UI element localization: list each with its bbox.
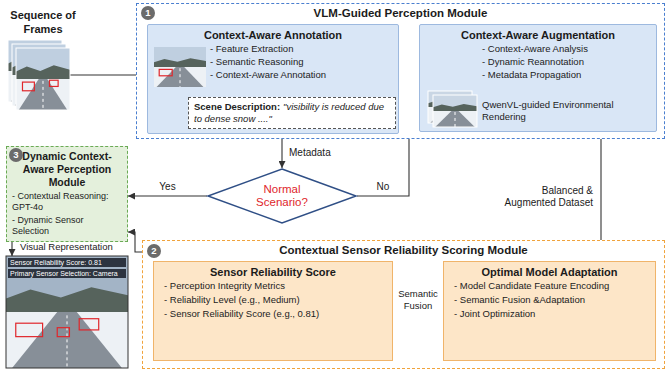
process-box: Context-Aware Augmentation- Context-Awar… — [419, 24, 657, 132]
module-box: Dynamic Context-Aware Perception Module-… — [6, 146, 128, 242]
sky — [16, 48, 70, 110]
node-text: - Context-Aware Annotation — [210, 68, 398, 81]
node-text: - Contextual Reasoning: GPT-4o — [12, 191, 122, 213]
node-text: - Model Candidate Feature Encoding — [454, 279, 655, 293]
node-text: - Feature Extraction — [210, 42, 398, 55]
sky — [6, 256, 128, 368]
lane-marking — [67, 315, 68, 368]
callout-number: 1 — [141, 6, 155, 20]
photo-border — [6, 256, 128, 368]
node-text: Optimal Model Adaptation — [444, 262, 655, 279]
connector-arrow — [11, 242, 12, 256]
road — [19, 79, 68, 110]
photo-border — [433, 95, 477, 127]
node-text: Sensor Reliability Score — [154, 262, 392, 279]
detection-box — [16, 323, 43, 336]
edge-label: Balanced & Augmented Dataset — [495, 185, 595, 209]
snow-ground — [16, 79, 70, 110]
lane-marking — [455, 112, 456, 127]
illustration — [8, 40, 70, 110]
frame-sequence-image: Sequence of Frames — [8, 40, 70, 110]
node-text: Contextual Sensor Reliability Scoring Mo… — [143, 241, 664, 257]
node-text: - Dynamic Sensor Selection — [12, 215, 122, 237]
result-image: Visual RepresentationSensor Reliability … — [6, 256, 128, 368]
road — [12, 312, 122, 368]
detection-box — [22, 82, 34, 91]
snow-ground — [433, 111, 477, 127]
connector-arrow — [128, 232, 142, 252]
connector-arrow — [128, 195, 207, 196]
photo — [6, 256, 128, 368]
node-text: Dynamic Context-Aware Perception Module — [12, 147, 122, 189]
lane-marking — [180, 68, 181, 87]
tree-line — [6, 287, 128, 312]
thumbnail — [154, 47, 206, 87]
callout-number: 3 — [9, 148, 23, 162]
node-text: QwenVL-guided Environmental Rendering — [482, 99, 650, 123]
node-text: Sequence of Frames — [2, 8, 84, 36]
node-text: - Sensor Reliability Score (e.g., 0.81) — [164, 307, 392, 321]
photo-border — [16, 48, 70, 110]
node-text: Visual Representation — [20, 241, 113, 253]
tree-line — [433, 104, 477, 111]
detection-box — [159, 69, 172, 75]
process-box: Sensor Reliability Score- Perception Int… — [153, 261, 393, 361]
node-text: - Semantic Fusion &Adaptation — [454, 293, 655, 307]
node-text: Sensor Reliability Score: 0.81 — [8, 258, 126, 267]
node-text: Context-Aware Annotation — [148, 25, 398, 42]
node-text: - Perception Integrity Metrics — [164, 279, 392, 293]
node-text: VLM-Guided Perception Module — [137, 4, 664, 20]
node-text: - Metadata Propagation — [482, 68, 656, 81]
detection-box — [57, 328, 69, 337]
tree-line — [16, 65, 70, 79]
node-text: Scene Description: — [194, 101, 280, 112]
detection-box — [49, 80, 58, 86]
node-text: Primary Sensor Selection: Camera — [8, 269, 126, 278]
callout-number: 2 — [147, 244, 161, 258]
decision-diamond: Normal Scenario? — [207, 168, 357, 224]
snow-ground — [6, 312, 128, 368]
edge-label: Yes — [157, 181, 177, 193]
detection-box — [79, 319, 99, 330]
node-text: Normal Scenario? — [246, 183, 318, 209]
photo-frame — [16, 48, 70, 110]
node-text: - Dynamic Reannotation — [482, 55, 656, 68]
node-text: Context-Aware Augmentation — [420, 25, 656, 42]
module-panel: VLM-Guided Perception ModuleContext-Awar… — [136, 3, 665, 139]
description-box: Scene Description:"visibility is reduced… — [188, 97, 396, 129]
node-text: - Semantic Reasoning — [210, 55, 398, 68]
road — [435, 111, 475, 127]
road — [157, 67, 204, 87]
process-box: Optimal Model Adaptation- Model Candidat… — [443, 261, 656, 361]
sky — [154, 47, 206, 87]
edge-label: No — [375, 181, 392, 193]
edge-label: Metadata — [287, 147, 333, 159]
lane-marking — [43, 81, 44, 110]
node-text: - Context-Aware Analysis — [482, 42, 656, 55]
diamond-outline — [208, 169, 356, 223]
node-text: - Joint Optimization — [454, 307, 655, 321]
tree-line — [154, 58, 206, 67]
sky — [433, 95, 477, 127]
edge-label: Semantic Fusion — [395, 288, 441, 312]
thumbnail — [433, 95, 477, 127]
node-text: - Reliability Level (e.g., Medium) — [164, 293, 392, 307]
process-box: Context-Aware Annotation- Feature Extrac… — [147, 24, 399, 134]
snow-ground — [154, 67, 206, 87]
